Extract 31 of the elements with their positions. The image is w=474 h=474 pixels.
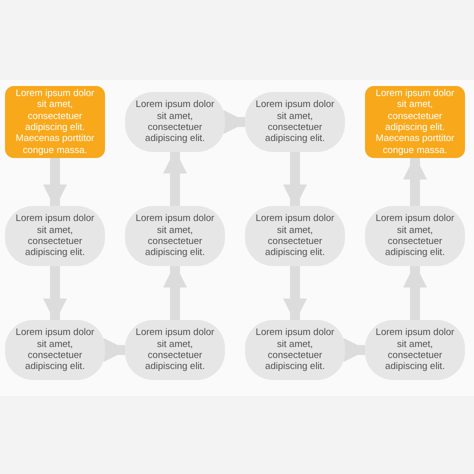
block-arrow <box>163 150 187 206</box>
step-text: Lorem ipsum dolor sit amet, consectetuer adipiscing elit. <box>374 327 456 373</box>
step-text: Lorem ipsum dolor sit amet, consectetuer adipiscing elit. <box>254 327 336 373</box>
highlight-step-box <box>365 86 465 158</box>
step-text: Lorem ipsum dolor sit amet, consectetuer adipiscing elit. <box>14 327 96 373</box>
step-text: Lorem ipsum dolor sit amet, consectetuer adipiscing elit. Maecenas porttitor congue massa. <box>14 88 96 156</box>
block-arrow <box>343 338 368 362</box>
step-box <box>245 206 345 266</box>
block-arrow <box>43 158 67 208</box>
step-text: Lorem ipsum dolor sit amet, consectetuer adipiscing elit. <box>134 99 216 145</box>
step-text: Lorem ipsum dolor sit amet, consectetuer adipiscing elit. <box>254 99 336 145</box>
highlight-step-box <box>5 86 105 158</box>
block-arrow <box>403 156 427 206</box>
step-box <box>125 206 225 266</box>
step-text: Lorem ipsum dolor sit amet, consectetuer adipiscing elit. <box>134 213 216 259</box>
step-box <box>245 92 345 152</box>
block-arrow <box>283 152 307 208</box>
step-box <box>5 206 105 266</box>
block-arrow <box>43 266 67 322</box>
block-arrow <box>103 338 128 362</box>
block-arrow <box>283 266 307 322</box>
block-arrow <box>223 110 248 134</box>
step-text: Lorem ipsum dolor sit amet, consectetuer adipiscing elit. <box>374 213 456 259</box>
step-text: Lorem ipsum dolor sit amet, consectetuer adipiscing elit. <box>254 213 336 259</box>
step-text: Lorem ipsum dolor sit amet, consectetuer adipiscing elit. <box>134 327 216 373</box>
step-box <box>125 320 225 380</box>
step-box <box>245 320 345 380</box>
block-arrow <box>163 264 187 320</box>
step-text: Lorem ipsum dolor sit amet, consectetuer adipiscing elit. <box>14 213 96 259</box>
block-arrow <box>403 264 427 320</box>
step-text: Lorem ipsum dolor sit amet, consectetuer adipiscing elit. Maecenas porttitor congue massa. <box>374 88 456 156</box>
